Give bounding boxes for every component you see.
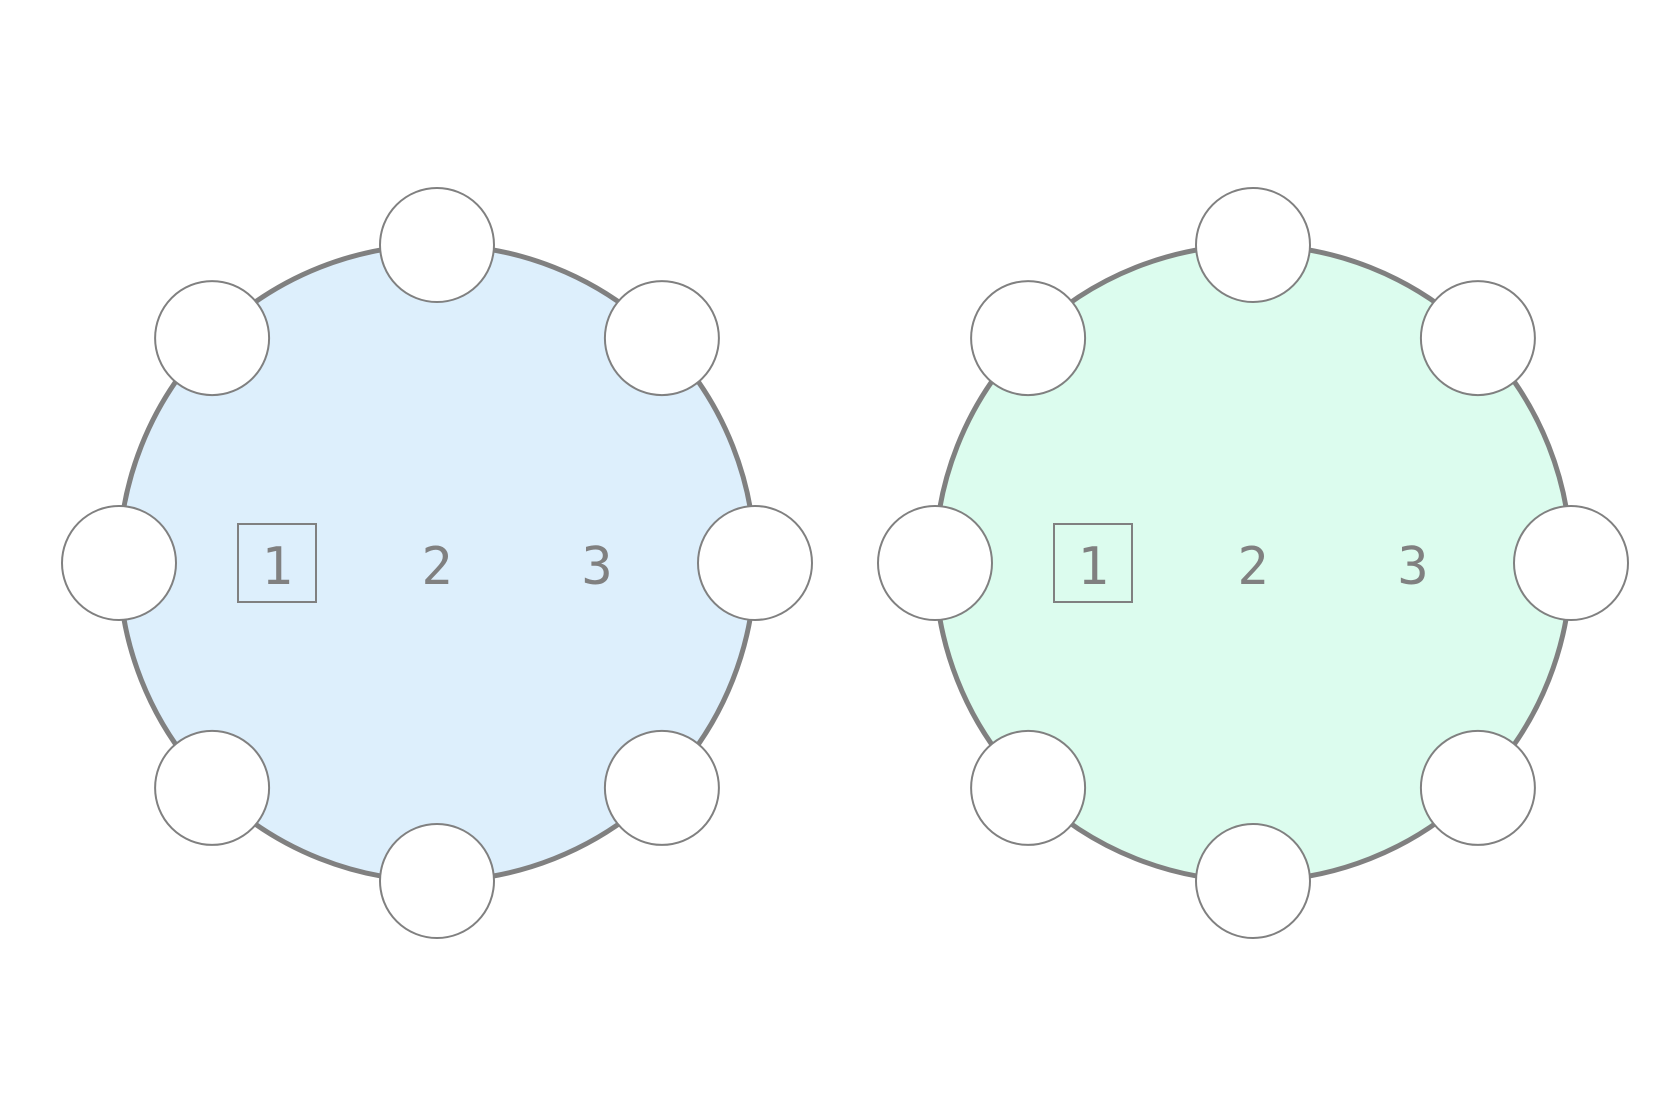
number-option-1[interactable]: 1	[261, 537, 292, 597]
wheel-right: 1 2 3	[877, 187, 1629, 939]
number-option-2[interactable]: 2	[1237, 537, 1268, 597]
wheel-left: 1 2 3	[61, 187, 813, 939]
slot-8[interactable]	[970, 280, 1087, 397]
slot-4[interactable]	[1419, 729, 1536, 846]
slot-6[interactable]	[154, 729, 271, 846]
slot-7[interactable]	[877, 505, 993, 621]
number-option-3[interactable]: 3	[1397, 537, 1428, 597]
selection-box	[1053, 523, 1133, 603]
slot-8[interactable]	[154, 280, 271, 397]
number-option-1[interactable]: 1	[1077, 537, 1108, 597]
slot-7[interactable]	[61, 505, 177, 621]
slot-4[interactable]	[603, 729, 720, 846]
number-option-3[interactable]: 3	[581, 537, 612, 597]
slot-3[interactable]	[1513, 505, 1629, 621]
slot-2[interactable]	[603, 280, 720, 397]
slot-5[interactable]	[1195, 823, 1311, 939]
slot-1[interactable]	[379, 187, 495, 303]
slot-5[interactable]	[379, 823, 495, 939]
slot-2[interactable]	[1419, 280, 1536, 397]
slot-6[interactable]	[970, 729, 1087, 846]
slot-3[interactable]	[697, 505, 813, 621]
slot-1[interactable]	[1195, 187, 1311, 303]
selection-box	[237, 523, 317, 603]
number-option-2[interactable]: 2	[421, 537, 452, 597]
